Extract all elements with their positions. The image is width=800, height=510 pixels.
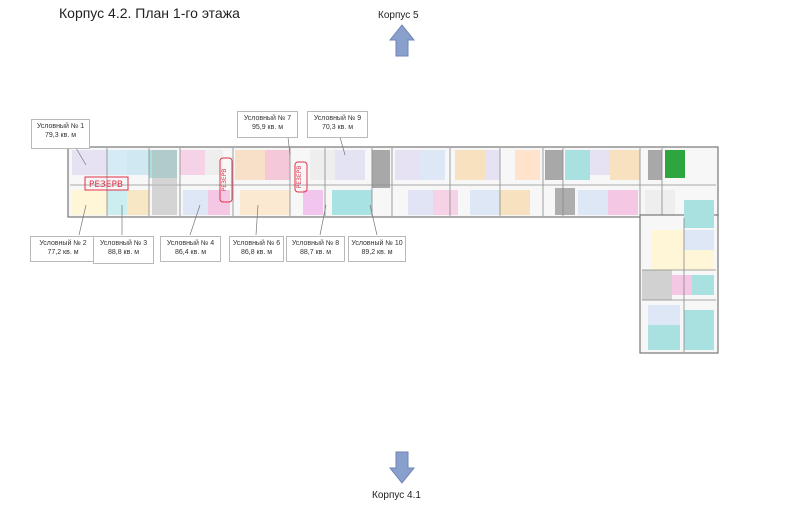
reserve-markers: РЕЗЕРВ РЕЗЕРВ РЕЗЕРВ	[84, 157, 308, 203]
unit-label-6[interactable]: Условный № 6 86,8 кв. м	[229, 236, 284, 262]
unit-label-2[interactable]: Условный № 2 77,2 кв. м	[30, 236, 96, 262]
main-wing	[67, 146, 719, 218]
unit-label-9[interactable]: Условный № 9 70,3 кв. м	[307, 111, 368, 138]
north-building-label: Корпус 5	[378, 10, 419, 21]
arrow-down-icon[interactable]	[388, 451, 416, 484]
unit-label-3[interactable]: Условный № 3 88,8 кв. м	[93, 236, 154, 264]
unit-area: 88,8 кв. м	[107, 249, 140, 256]
unit-area: 88,7 кв. м	[299, 249, 332, 256]
unit-area: 89,2 кв. м	[361, 249, 393, 256]
unit-name: Условный № 10	[351, 240, 403, 247]
unit-area: 77,2 кв. м	[47, 249, 79, 256]
reserve-mark-1: РЕЗЕРВ	[89, 180, 123, 190]
unit-name: Условный № 9	[313, 115, 362, 122]
unit-area: 70,3 кв. м	[321, 124, 354, 131]
unit-area: 86,4 кв. м	[174, 249, 207, 256]
unit-area: 86,8 кв. м	[240, 249, 273, 256]
reserve-mark-2: РЕЗЕРВ	[221, 169, 228, 192]
right-wing	[639, 200, 719, 354]
unit-area: 79,3 кв. м	[44, 132, 77, 139]
unit-label-10[interactable]: Условный № 10 89,2 кв. м	[348, 236, 406, 262]
page-title: Корпус 4.2. План 1-го этажа	[59, 5, 240, 21]
unit-label-1[interactable]: Условный № 1 79,3 кв. м	[31, 119, 90, 149]
unit-name: Условный № 1	[36, 123, 85, 130]
arrow-up-icon[interactable]	[388, 24, 416, 57]
unit-name: Условный № 7	[243, 115, 292, 122]
unit-label-8[interactable]: Условный № 8 88,7 кв. м	[286, 236, 345, 262]
unit-name: Условный № 8	[291, 240, 340, 247]
unit-name: Условный № 6	[232, 240, 281, 247]
unit-label-4[interactable]: Условный № 4 86,4 кв. м	[160, 236, 221, 262]
unit-label-7[interactable]: Условный № 7 95,9 кв. м	[237, 111, 298, 138]
unit-name: Условный № 4	[166, 240, 215, 247]
reserve-mark-3: РЕЗЕРВ	[296, 166, 303, 189]
unit-area: 95,9 кв. м	[251, 124, 284, 131]
unit-name: Условный № 3	[99, 240, 148, 247]
unit-name: Условный № 2	[39, 240, 87, 247]
south-building-label: Корпус 4.1	[372, 490, 421, 501]
